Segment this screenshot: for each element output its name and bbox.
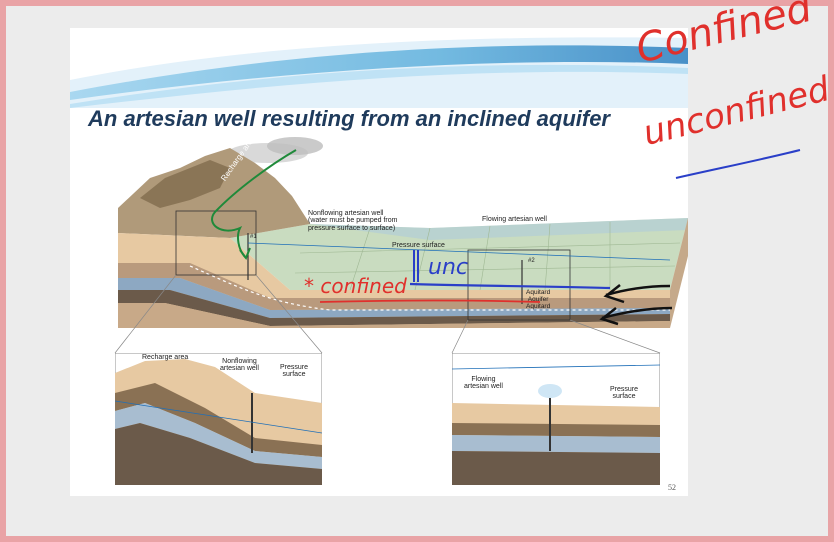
unc-handwriting: unc [428,255,468,280]
nonflowing-line-2: (water must be pumped from [308,217,398,225]
nonflowing-line-1: Nonflowing artesian well [308,210,384,217]
inset-right-pressure-line-2: surface [612,393,636,401]
nonflowing-well-label-main: Nonflowing artesian well (water must be … [308,210,397,232]
strata-labels: Aquitard Aquifer Aquitard [526,289,551,310]
inset-right-pressure-line-1: Pressure [610,386,639,393]
inset-right-pressure-label: Pressure surface [610,386,638,401]
well-2-label: #2 [528,258,535,264]
inset-left-pressure-line-1: Pressure [280,364,309,371]
inset-left-nonflowing-line-2: artesian well [220,365,259,373]
inset-recharge-diagram [115,353,322,485]
nonflowing-line-3: pressure surface to surface) [308,224,396,232]
aquitard-bottom-label: Aquitard [526,302,551,310]
inset-left-nonflowing-label: Nonflowing artesian well [220,358,259,373]
inset-right-flowing-label: Flowing artesian well [464,376,503,391]
inset-left-recharge-label: Recharge area [142,354,189,361]
slide-title: An artesian well resulting from an incli… [88,106,610,131]
inset-right-flowing-line-2: artesian well [464,383,503,391]
slide-header-swoosh [70,28,688,108]
inset-left-pressure-label: Pressure surface [280,364,308,379]
inset-left-nonflowing-line-1: Nonflowing [222,358,257,365]
confined-marker-handwriting: * confined [304,274,407,298]
flowing-well-label-main: Flowing artesian well [482,216,547,223]
inset-left-pressure-line-2: surface [282,371,306,379]
aquitard-top-label: Aquitard [526,289,551,296]
inset-flowing-diagram [452,353,660,485]
aquifer-label: Aquifer [527,295,549,303]
presentation-slide: An artesian well resulting from an incli… [70,28,688,496]
inset-right-flowing-line-1: Flowing [471,376,496,383]
well-1-label: #1 [250,234,257,240]
pressure-surface-label-main: Pressure surface [392,242,445,249]
slide-number: 52 [668,483,676,492]
